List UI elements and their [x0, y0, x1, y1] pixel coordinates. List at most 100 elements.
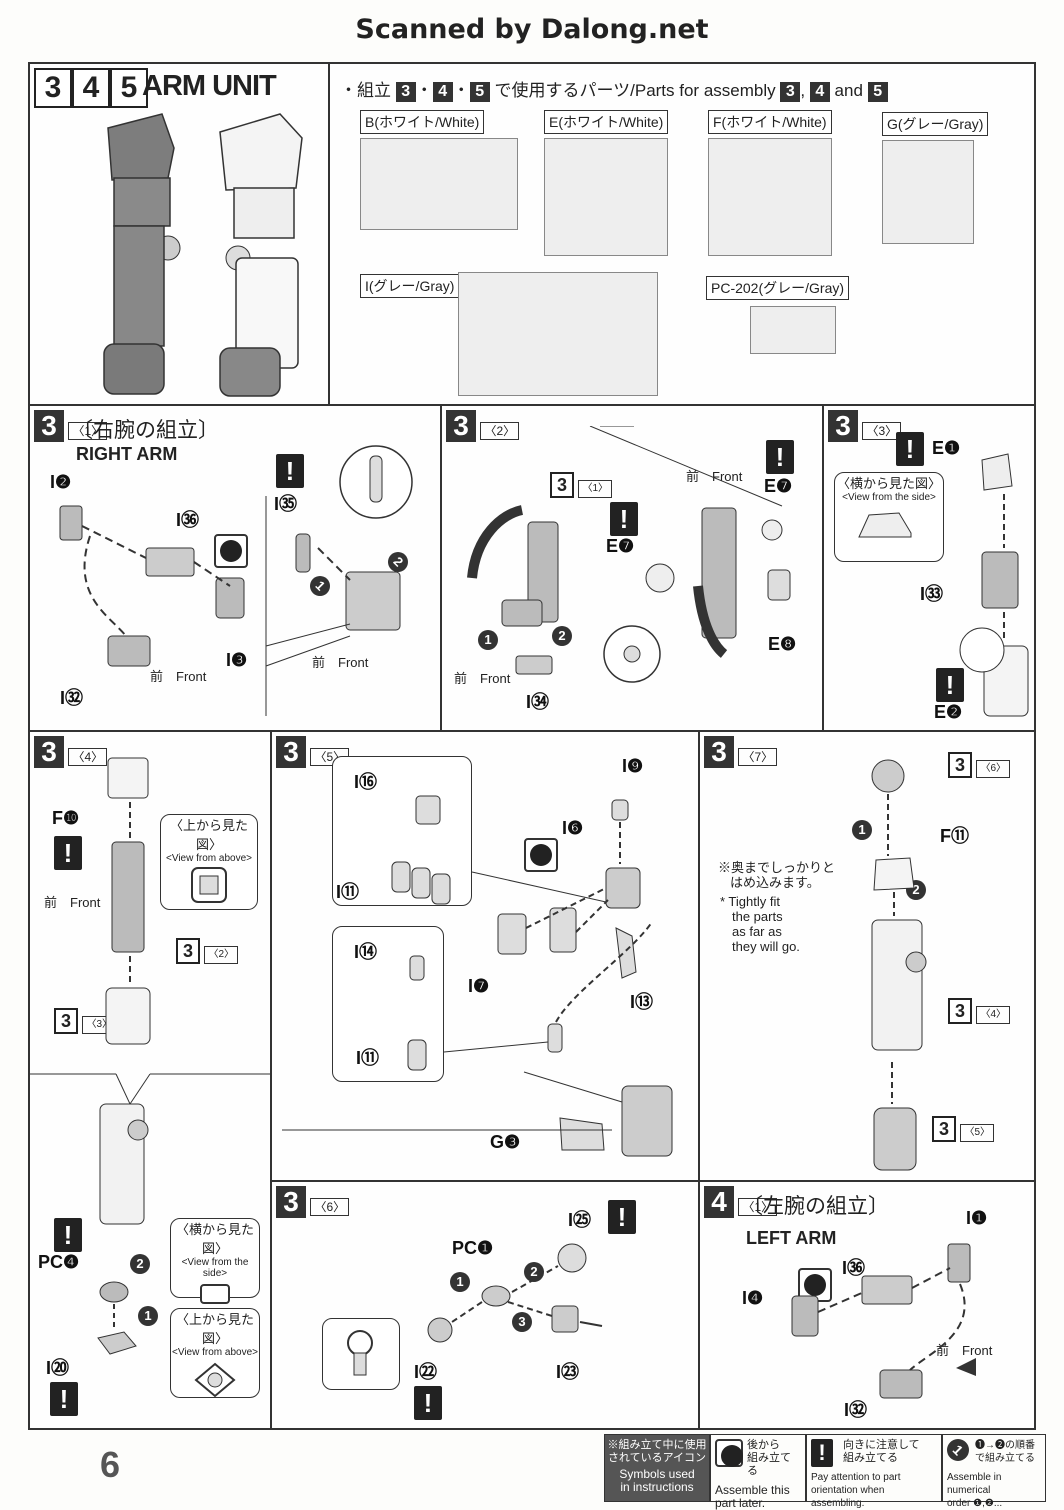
attention-icon: !: [54, 836, 82, 870]
label-i20: I⑳: [46, 1358, 70, 1378]
runner-f: F(ホワイト/White): [708, 110, 832, 256]
label-i9: I❾: [622, 756, 644, 776]
label-i23: I㉓: [556, 1362, 580, 1382]
step-3-7-sub: 〈7〉: [738, 748, 778, 766]
arm-unit-illustration: [103, 113, 303, 397]
front-label: 前 Front: [454, 671, 511, 686]
step-3-4-panel: 3 〈4〉 F❿ ! 前 Front 〈上から見た図〉 <View from a…: [28, 730, 272, 1430]
label-i16: I⑯: [354, 772, 378, 792]
step-4-1-sub: 〈1〉: [738, 1198, 778, 1216]
step-4-1-panel: 4 〈1〉 〔左腕の組立〕 LEFT ARM I❶ I㊱ I❹ I㉜ 前 Fro…: [698, 1180, 1036, 1430]
attention-icon: !: [896, 432, 924, 466]
legend-heading: ※組み立て中に使用 されているアイコン Symbols used in inst…: [604, 1434, 710, 1502]
assembled-arm-icon: [99, 1103, 149, 1225]
step-3-7-diagram: [871, 759, 927, 1171]
step-3-2-panel: 3 〈2〉 3 〈1〉 前 Front E❼ E❼ E❽ I㉞ 前 Front …: [440, 404, 824, 732]
attention-icon: !: [610, 502, 638, 536]
label-i14: I⑭: [354, 942, 378, 962]
front-label: 前 Front: [936, 1343, 993, 1358]
parts-header: ・組立 3・4・5 で使用するパーツ/Parts for assembly 3,…: [340, 76, 888, 102]
label-i7: I❼: [468, 976, 490, 996]
front-label: 前 Front: [44, 895, 101, 910]
step-3-1-number: 3: [34, 410, 64, 442]
step-3-2-sub: 〈2〉: [480, 422, 520, 440]
front-top-label: 前 Front: [686, 469, 743, 484]
ref-step-3: 3: [550, 472, 574, 498]
step-3-4-diagram: [105, 757, 151, 1045]
step-4-1-en-title: LEFT ARM: [746, 1228, 837, 1248]
runner-g-label: G(グレー/Gray): [882, 112, 989, 136]
runner-g: G(グレー/Gray): [882, 112, 989, 244]
ref-step-3-6: 3: [948, 752, 972, 778]
parts-step-4: 4: [432, 82, 453, 102]
step-3-5-number: 3: [276, 736, 306, 768]
gray-arm-icon: [103, 113, 181, 395]
attention-icon-2: !: [54, 1218, 82, 1252]
front-label: 前 Front: [150, 669, 207, 684]
detail-magnifier-icon: [339, 445, 413, 519]
runner-e: E(ホワイト/White): [544, 110, 669, 256]
step-num-3: 3: [34, 68, 72, 108]
top-view-box-2: 〈上から見た図〉 <View from above>: [170, 1308, 260, 1398]
step-3-4-sub: 〈4〉: [68, 748, 108, 766]
top-view-box: 〈上から見た図〉 <View from above>: [160, 814, 258, 910]
step-3-6-sub: 〈6〉: [310, 1198, 350, 1216]
order-2-icon: 2: [130, 1254, 150, 1274]
step-3-6-number: 3: [276, 1186, 306, 1218]
step-3-1-jp-title: 〔右腕の組立〕: [72, 419, 219, 442]
step-3-5-panel: 3 〈5〉 I⑯ I⑪ I⑭ I⑪ I❾ I❻ I❼ I⑬ G❸: [270, 730, 700, 1182]
attention-icon: !: [608, 1200, 636, 1234]
top-view-icon-2: [194, 1362, 236, 1398]
scan-credit: Scanned by Dalong.net: [355, 14, 709, 45]
ref-step-3-2: 3: [176, 938, 200, 964]
label-pc1: PC❶: [452, 1238, 494, 1258]
label-f11: F⑪: [940, 826, 969, 846]
parts-panel: ・組立 3・4・5 で使用するパーツ/Parts for assembly 3,…: [328, 62, 1036, 406]
attention-icon-2: !: [936, 668, 964, 702]
runner-pc202-sprue-icon: [750, 306, 836, 354]
step-4-1-number: 4: [704, 1186, 734, 1218]
label-e7-left: E❼: [606, 536, 635, 556]
step-3-3-panel: 3 〈3〉 ! E❶ 〈横から見た図〉 <View from the side>…: [822, 404, 1036, 732]
order-1-icon: 1: [138, 1306, 158, 1326]
label-i3: I❸: [226, 650, 248, 670]
label-i2: I❷: [50, 472, 72, 492]
front-label-2: 前 Front: [312, 655, 369, 670]
label-i1: I❶: [966, 1208, 988, 1228]
label-i35: I㉟: [274, 494, 298, 514]
attention-icon: !: [276, 454, 304, 488]
runner-g-sprue-icon: [882, 140, 974, 244]
ref-step-3-4: 3: [948, 998, 972, 1024]
step-4-1-diagram: [791, 1243, 976, 1399]
step-3-4-number: 3: [34, 736, 64, 768]
section-title: ARM UNIT: [142, 70, 277, 102]
detail-inset: [322, 1318, 400, 1390]
label-i34: I㉞: [526, 692, 550, 712]
runner-i-sprue-icon: [458, 272, 658, 396]
label-e8: E❽: [768, 634, 797, 654]
runner-b-sprue-icon: [360, 138, 518, 230]
step-3-2-number: 3: [446, 410, 476, 442]
runner-pc202-label: PC-202(グレー/Gray): [706, 276, 850, 300]
step-3-7-panel: 3 〈7〉 3 〈6〉 F⑪ ※奥までしっかりと はめ込みます。 * Tight…: [698, 730, 1036, 1182]
step-3-2-diagram: [467, 426, 791, 683]
attention-legend-icon: !: [811, 1439, 833, 1467]
step-num-4: 4: [72, 68, 110, 108]
side-view-icon: [858, 512, 912, 538]
page-number: 6: [100, 1444, 121, 1485]
parts-step-5: 5: [469, 82, 490, 102]
runner-i-label: I(グレー/Gray): [360, 274, 460, 298]
order-1-icon: 1: [478, 630, 498, 650]
ref-step-3-3: 3: [54, 1008, 78, 1034]
step-3-5-diagram: [282, 795, 673, 1157]
attention-icon-2: !: [414, 1386, 442, 1420]
runner-f-sprue-icon: [708, 138, 832, 256]
label-i4: I❹: [742, 1288, 764, 1308]
runner-e-label: E(ホワイト/White): [544, 110, 669, 134]
label-i33: I㉝: [920, 584, 944, 604]
label-i6: I❻: [562, 818, 584, 838]
label-e7-right: E❼: [764, 476, 793, 496]
fit-note-en: * Tightly fit the parts as far as they w…: [720, 894, 800, 954]
label-i11-2: I⑪: [356, 1048, 380, 1068]
